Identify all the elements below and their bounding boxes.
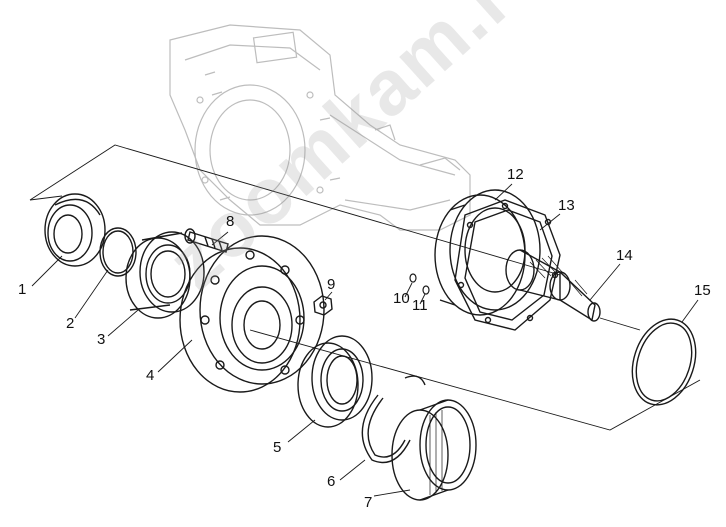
leader-3 — [107, 309, 139, 337]
callout-4: 4 — [146, 367, 155, 384]
callout-6: 6 — [327, 473, 336, 490]
axle-housing — [169, 24, 471, 231]
leader-4 — [157, 339, 193, 373]
callout-5: 5 — [273, 439, 282, 456]
callout-1: 1 — [18, 281, 27, 298]
leader-12 — [494, 183, 513, 201]
washer-part-11 — [422, 285, 430, 295]
bearing-part-5 — [297, 335, 373, 428]
snap-ring-part-2 — [99, 227, 137, 277]
callout-9: 9 — [327, 276, 336, 293]
callout-13: 13 — [558, 197, 575, 214]
flange-plate-part-13 — [454, 199, 561, 331]
screw-part-10 — [409, 273, 417, 283]
bearing-part-3 — [125, 231, 205, 319]
callout-10: 10 — [393, 290, 410, 307]
callout-15: 15 — [694, 282, 711, 299]
leader-13 — [539, 213, 561, 231]
callout-14: 14 — [616, 247, 633, 264]
leader-lines — [31, 183, 699, 497]
leader-6 — [339, 459, 366, 481]
seal-part-1 — [44, 193, 106, 267]
leader-14 — [589, 263, 621, 301]
retaining-ring-part-6 — [361, 375, 426, 464]
leader-11 — [419, 293, 426, 305]
leader-15 — [681, 299, 699, 323]
leader-2 — [74, 269, 109, 319]
callout-7: 7 — [364, 494, 373, 511]
bolt-part-8 — [184, 228, 229, 253]
assembly-outline — [29, 144, 701, 431]
callout-8: 8 — [226, 213, 235, 230]
leader-5 — [287, 419, 316, 443]
o-ring-part-15 — [631, 318, 697, 406]
callout-12: 12 — [507, 166, 524, 183]
leader-8 — [211, 231, 229, 246]
leader-1 — [31, 255, 63, 287]
leader-7 — [373, 489, 411, 497]
nut-part-9 — [313, 295, 333, 316]
callout-2: 2 — [66, 315, 75, 332]
ring-gear-part-7 — [391, 399, 477, 501]
callout-11: 11 — [412, 297, 428, 314]
leader-9 — [324, 291, 333, 301]
shaft-part-14 — [505, 249, 641, 331]
callout-3: 3 — [97, 331, 106, 348]
spindle-flange-part-12 — [434, 189, 541, 316]
hub-part-4 — [179, 235, 325, 393]
leader-10 — [404, 282, 413, 298]
